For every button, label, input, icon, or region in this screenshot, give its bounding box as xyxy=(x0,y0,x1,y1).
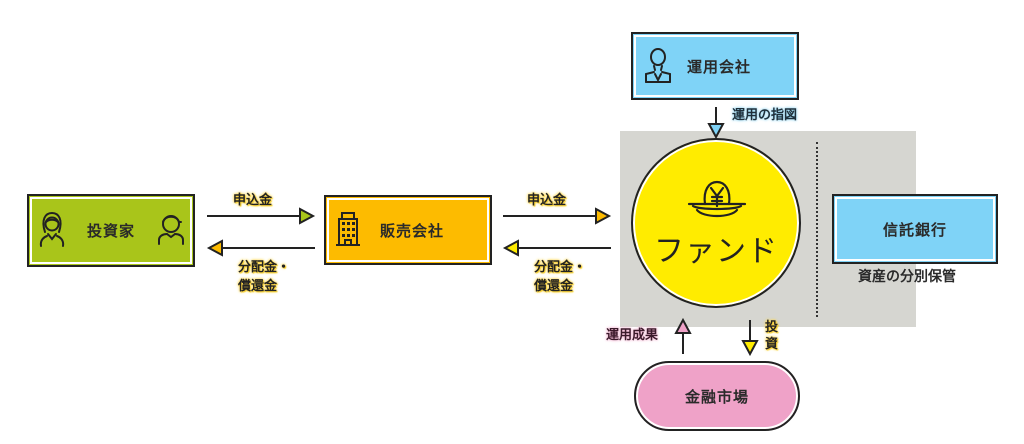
businessman-icon xyxy=(645,48,671,83)
label-investment-1: 投 xyxy=(765,320,779,335)
financial-market-label: 金融市場 xyxy=(684,387,749,406)
fund-label: ファンド xyxy=(654,234,778,269)
arrowhead-subscription-1 xyxy=(299,207,316,225)
building-icon xyxy=(336,212,360,246)
asset-manager-node: 運用会社 xyxy=(631,32,799,100)
label-investment-2: 資 xyxy=(765,337,779,352)
fund-node: ファンド xyxy=(631,138,801,308)
woman-icon xyxy=(39,211,65,247)
financial-market-node: 金融市場 xyxy=(634,361,800,431)
arrowhead-distribution-1 xyxy=(206,239,223,257)
label-instruction: 運用の指図 xyxy=(732,108,798,123)
investor-label: 投資家 xyxy=(86,222,135,240)
arrowhead-returns xyxy=(674,317,692,334)
trust-bank-node: 信託銀行 xyxy=(832,194,998,264)
label-distribution-1a: 分配金・ xyxy=(238,260,291,275)
asset-manager-label: 運用会社 xyxy=(687,57,752,76)
trust-bank-caption: 資産の分別保管 xyxy=(858,269,956,285)
arrowhead-investment xyxy=(741,340,759,357)
label-distribution-1b: 償還金 xyxy=(238,279,278,294)
yen-coin-icon xyxy=(687,180,747,218)
label-returns: 運用成果 xyxy=(606,328,659,343)
distributor-label: 販売会社 xyxy=(380,221,445,240)
label-distribution-2b: 償還金 xyxy=(534,279,574,294)
distributor-node: 販売会社 xyxy=(324,195,492,265)
man-icon xyxy=(158,215,184,245)
arrowhead-subscription-2 xyxy=(595,207,612,225)
label-subscription-1: 申込金 xyxy=(233,193,273,208)
arrowhead-instruction xyxy=(707,123,725,140)
label-subscription-2: 申込金 xyxy=(527,193,567,208)
arrowhead-distribution-2 xyxy=(502,239,519,257)
trust-bank-label: 信託銀行 xyxy=(882,220,947,239)
investor-node: 投資家 xyxy=(27,194,195,267)
separator-dotted-line xyxy=(816,142,818,317)
label-distribution-2a: 分配金・ xyxy=(534,260,587,275)
